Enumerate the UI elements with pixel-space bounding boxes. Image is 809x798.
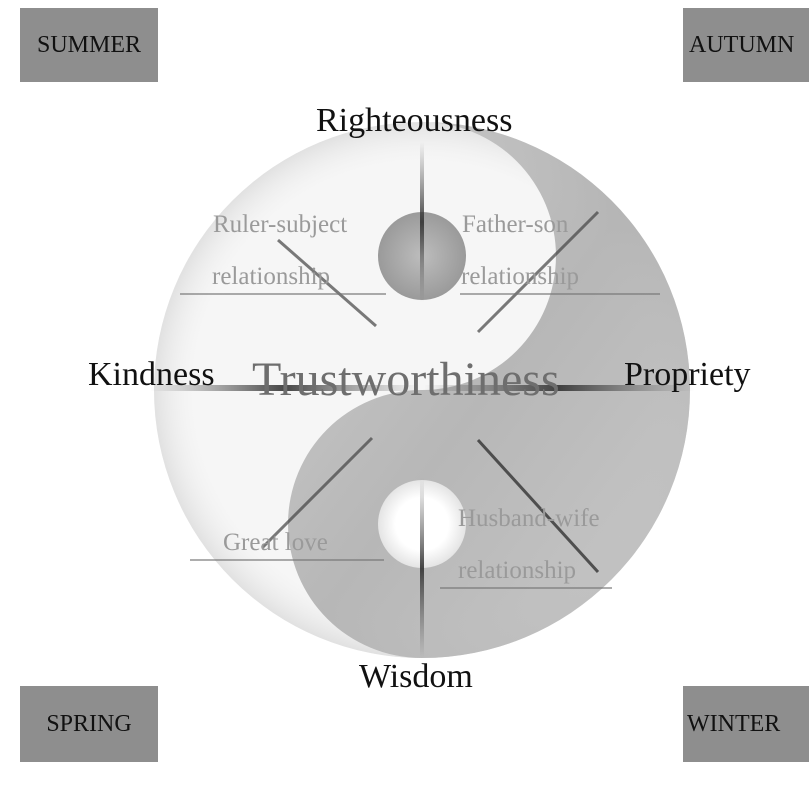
ruler-subject-line2: relationship (212, 263, 331, 290)
center-trustworthiness: Trustworthiness (252, 353, 560, 406)
virtue-propriety: Propriety (624, 356, 751, 393)
season-box-spring: SPRING (20, 686, 158, 762)
father-son-line2: relationship (461, 263, 580, 290)
husband-wife-line1: Husband-wife (458, 505, 600, 532)
horizontal-axis-left (150, 385, 420, 391)
diagonal-upper-right (476, 210, 600, 334)
vertical-axis-bottom (420, 478, 424, 658)
vertical-axis-top (420, 142, 424, 302)
diagonal-upper-left (277, 238, 377, 328)
great-love-label: Great love (223, 529, 328, 556)
season-winter-label: WINTER (687, 710, 781, 737)
ruler-subject-line1: Ruler-subject (213, 211, 348, 238)
horizontal-axis-right (424, 385, 694, 391)
virtue-kindness: Kindness (88, 356, 215, 393)
season-autumn-label: AUTUMN (689, 31, 795, 58)
diagonal-lower-right (476, 438, 600, 574)
virtue-wisdom: Wisdom (359, 658, 473, 695)
virtue-righteousness: Righteousness (316, 102, 513, 139)
husband-wife-line2: relationship (458, 557, 577, 584)
father-son-line1: Father-son (462, 211, 569, 238)
season-box-autumn: AUTUMN (683, 8, 809, 82)
season-summer-label: SUMMER (36, 31, 142, 58)
season-spring-label: SPRING (46, 710, 132, 737)
season-box-winter: WINTER (683, 686, 809, 762)
diagonal-lower-left (260, 436, 374, 550)
season-box-summer: SUMMER (20, 8, 158, 82)
